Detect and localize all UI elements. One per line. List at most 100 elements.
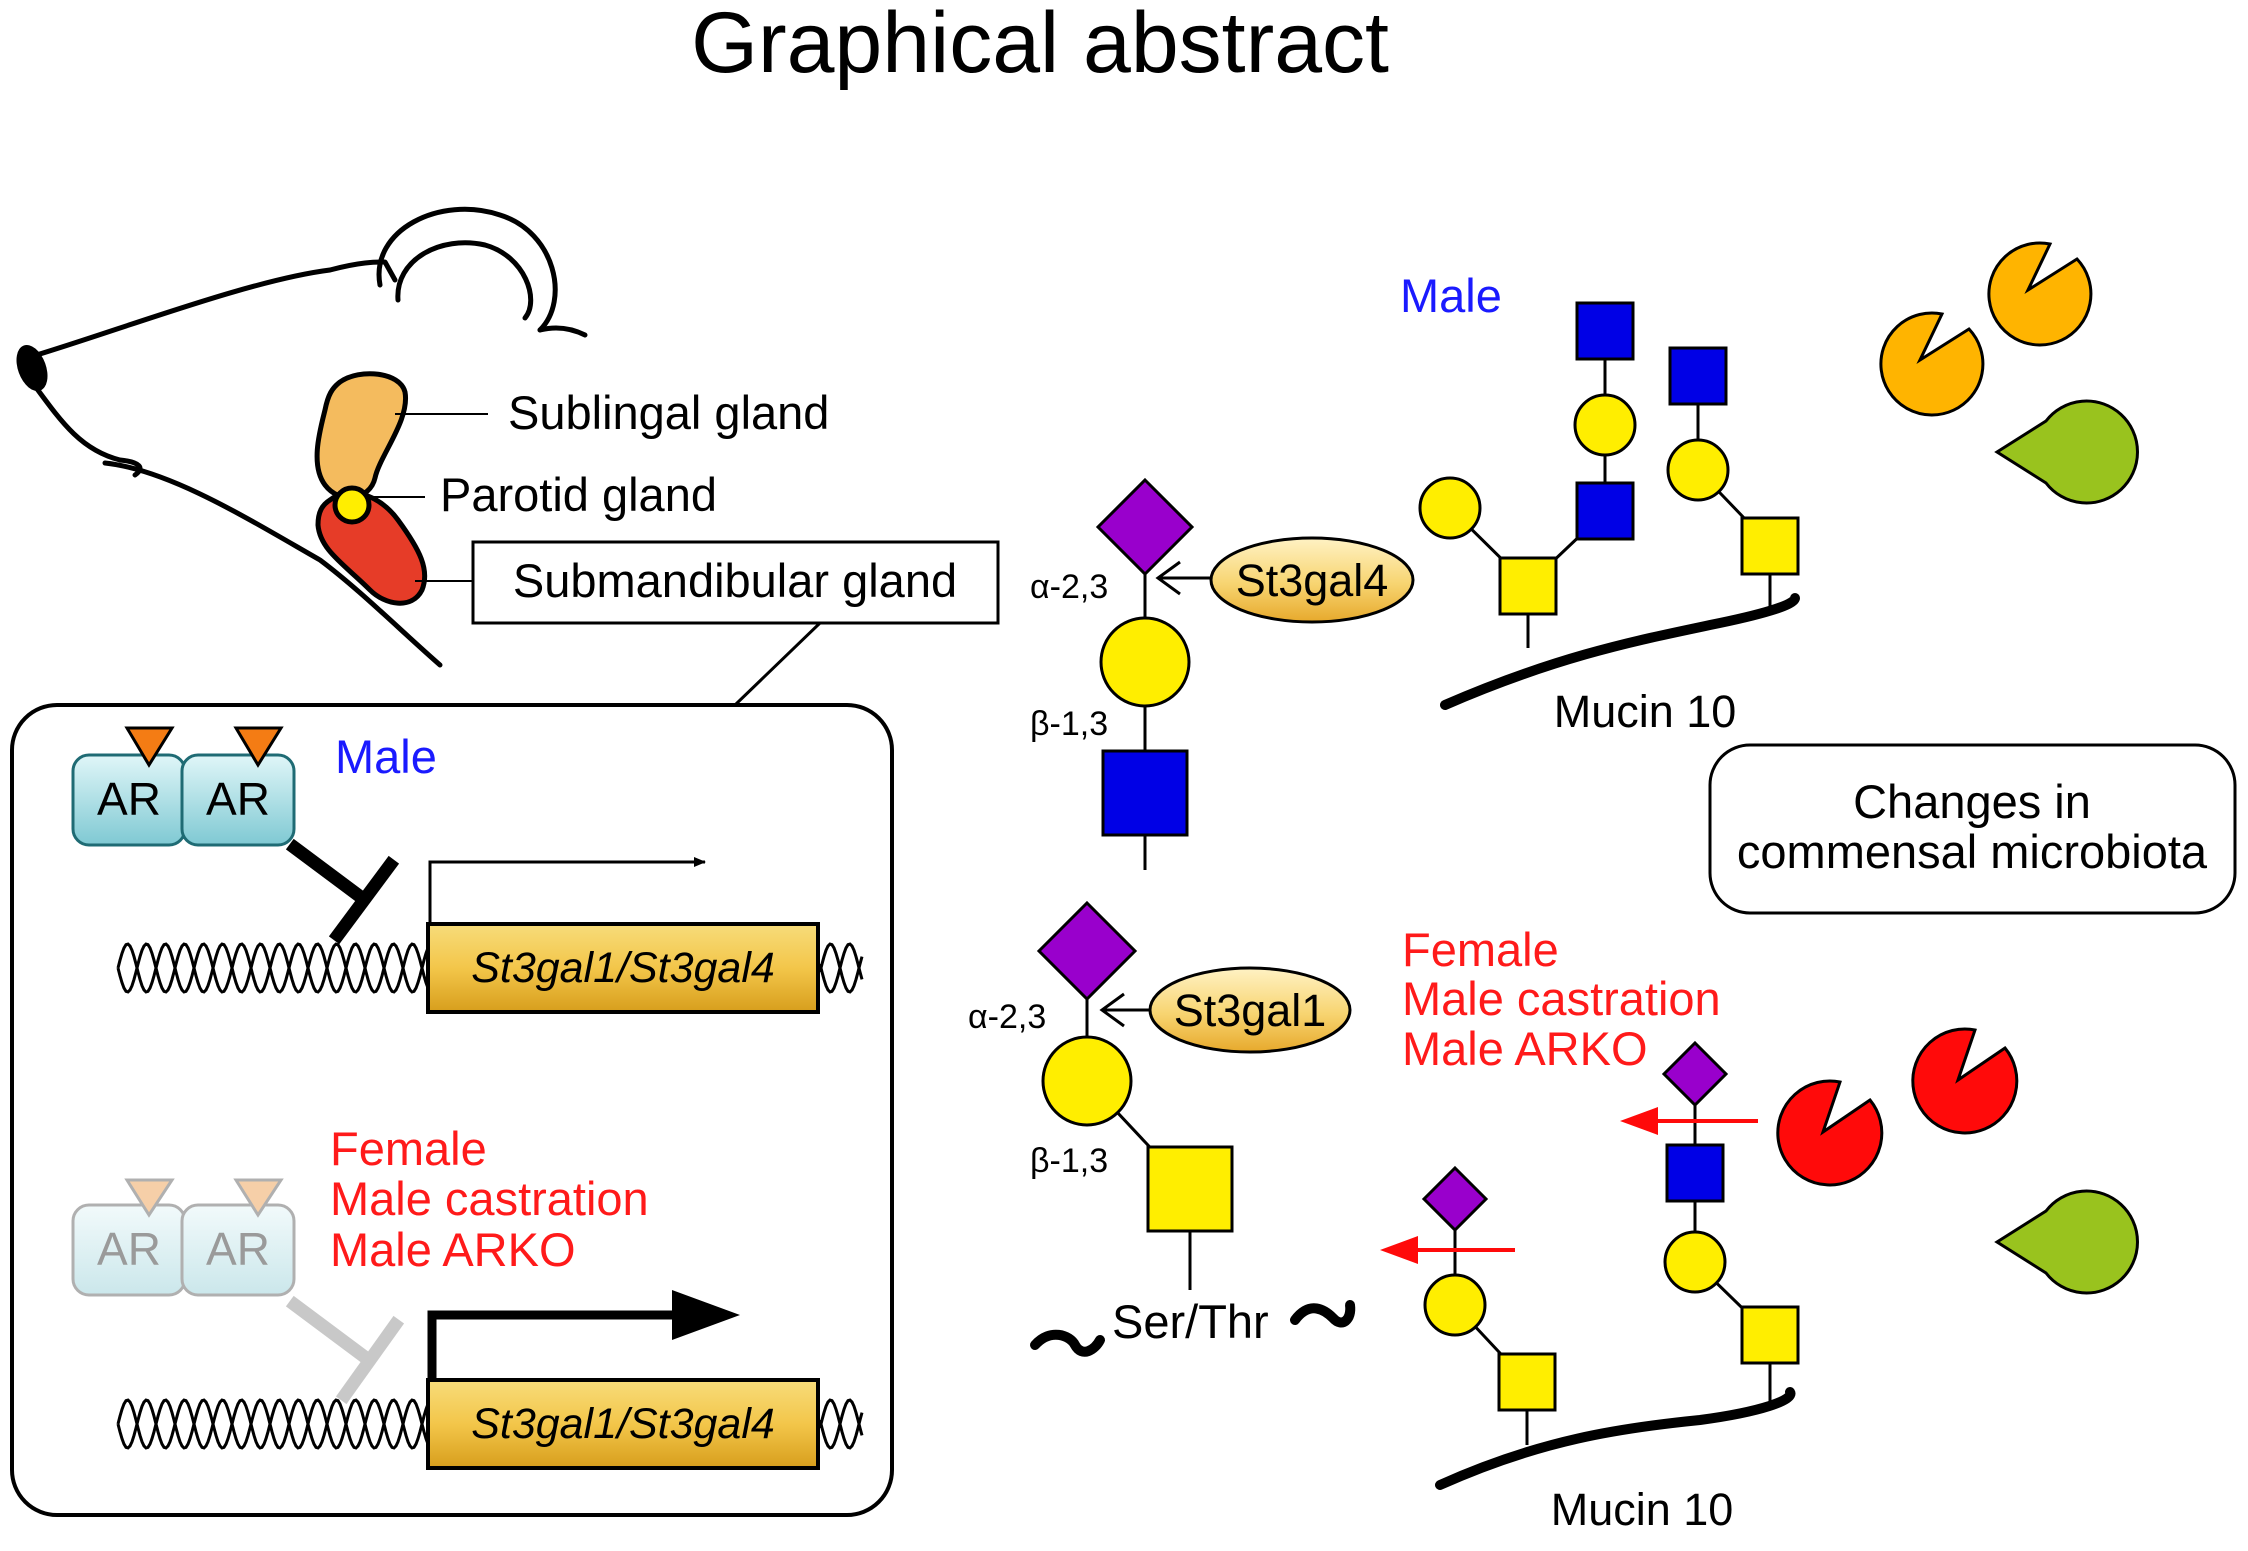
dna-strand [818, 942, 864, 994]
mucin-top [1418, 301, 1800, 710]
mucin-top-glcnac-1 [1575, 481, 1635, 541]
mucin-top-galactose-2 [1573, 393, 1637, 457]
enzyme-bottom-ellipse [1148, 966, 1352, 1054]
inhibition-bar [328, 855, 400, 945]
bacteria-orange-icon-1 [1879, 311, 1985, 417]
mucin-top-galnac-2 [1740, 516, 1800, 576]
male-ar-complex: AR AR [71, 726, 296, 847]
linkage-alpha-top: α-2,3 [1030, 568, 1108, 606]
linkage-beta-bottom: β-1,3 [1030, 1142, 1108, 1180]
dna-strand [116, 942, 430, 994]
ar-box-2 [180, 753, 296, 847]
galactose-icon-bottom [1041, 1035, 1133, 1127]
ar-label-2: AR [206, 773, 270, 825]
enzyme-bottom-label: St3gal1 [1174, 985, 1327, 1036]
sublingual-gland-shape [314, 371, 409, 501]
bacteria-green-icon-2 [1994, 1189, 2139, 1295]
galnac-icon-bottom [1146, 1145, 1234, 1233]
mucin-top-galactose-3 [1666, 438, 1730, 502]
mucin-top-galactose-1 [1418, 476, 1482, 540]
bacteria-red-icon-2 [1911, 1027, 2019, 1135]
inset-male-label: Male [335, 730, 437, 783]
mucin-top-glcnac-3 [1668, 346, 1728, 406]
glycan-structure-bottom: α-2,3 β-1,3 St3gal1 Ser/Thr [968, 900, 1356, 1357]
mucin-bottom-galnac-1 [1497, 1352, 1557, 1412]
ar-label-faded-1: AR [97, 1223, 161, 1275]
sublingual-gland-label: Sublingal gland [508, 386, 829, 439]
mouse-head-illustration [27, 206, 588, 668]
linkage-beta-top: β-1,3 [1030, 705, 1108, 743]
mucin-condition-female: Female [1402, 923, 1559, 976]
microbiota-line-2: commensal microbiota [1737, 825, 2208, 878]
inset-condition-castration: Male castration [330, 1172, 649, 1225]
microbiota-change-box [1708, 743, 2237, 915]
enzyme-top-arrow-head [1155, 560, 1181, 596]
removal-arrow-right-head [1620, 1107, 1658, 1135]
faded-inhibition-bar [335, 1315, 405, 1405]
androgen-triangle-faded-1 [124, 1178, 175, 1218]
gene-box-1 [426, 922, 820, 1014]
mucin-condition-castration: Male castration [1402, 972, 1721, 1025]
inset-condition-female: Female [330, 1122, 487, 1175]
gene-box-2 [426, 1378, 820, 1470]
linkage-alpha-bottom: α-2,3 [968, 998, 1046, 1036]
mucin-bottom-label: Mucin 10 [1551, 1484, 1734, 1535]
nose-icon [16, 344, 48, 392]
strong-transcription-arrow [427, 1310, 690, 1385]
mucin-bottom [1421, 1040, 1800, 1490]
mucin-bottom-galnac-2 [1740, 1305, 1800, 1365]
ser-thr-label: Ser/Thr [1112, 1295, 1269, 1348]
androgen-triangle-faded-2 [233, 1178, 284, 1218]
inset-connector-line [733, 621, 822, 707]
mucin-bottom-sialic-1 [1421, 1165, 1489, 1233]
dna-strand [116, 1398, 430, 1450]
mucin-top-glcnac-2 [1575, 301, 1635, 361]
page-title: Graphical abstract [691, 0, 1389, 91]
mucin-bottom-sialic-2 [1661, 1040, 1729, 1108]
enzyme-top-label: St3gal4 [1236, 555, 1389, 606]
submandibular-label-box [471, 540, 1000, 625]
ar-box-faded-2 [180, 1203, 296, 1297]
mucin-top-backbone [1440, 593, 1800, 710]
ar-label-faded-2: AR [206, 1223, 270, 1275]
dna-helix-1 [116, 942, 864, 994]
enzyme-bottom-arrow-head [1099, 992, 1125, 1028]
mucin-top-galnac-1 [1498, 556, 1558, 616]
bacteria-orange-icon-2 [1987, 241, 2093, 347]
bacteria-green-icon-1 [1994, 399, 2139, 505]
dna-strand [818, 1398, 864, 1450]
parotid-gland-label: Parotid gland [440, 468, 717, 521]
removal-arrow-left-head [1380, 1236, 1418, 1264]
peptide-tilde-right [1290, 1300, 1356, 1328]
dna-strand [116, 1398, 430, 1450]
dna-helix-2 [116, 1398, 864, 1450]
glcnac-icon [1101, 749, 1189, 837]
inset-condition-arko: Male ARKO [330, 1223, 576, 1276]
strong-arrow-head [672, 1290, 740, 1340]
peptide-tilde-left [1030, 1329, 1105, 1357]
glycan-structure-top: α-2,3 β-1,3 St3gal4 [1030, 477, 1415, 870]
inhibition-line [285, 838, 372, 908]
microbiota-line-1: Changes in [1853, 775, 2091, 828]
mucin-bottom-glcnac-2 [1665, 1143, 1725, 1203]
faded-inhibition-line [285, 1295, 372, 1365]
mucin-condition-arko: Male ARKO [1402, 1022, 1648, 1075]
mucin-male-label: Male [1400, 269, 1502, 322]
gene-label-2: St3gal1/St3gal4 [471, 1400, 775, 1448]
mucin-bottom-galactose-1 [1423, 1273, 1487, 1337]
submandibular-gland-label: Submandibular gland [513, 554, 957, 607]
enzyme-top-ellipse [1209, 536, 1415, 624]
dna-strand [818, 1398, 864, 1450]
sialic-acid-icon-bottom [1036, 900, 1138, 1002]
mucin-bottom-galactose-2 [1663, 1230, 1727, 1294]
bacteria-red-icon-1 [1776, 1079, 1884, 1187]
androgen-triangle-2 [233, 726, 284, 768]
ar-label-1: AR [97, 773, 161, 825]
dna-strand [818, 942, 864, 994]
mucin-top-label: Mucin 10 [1554, 686, 1737, 737]
androgen-triangle-1 [124, 726, 175, 768]
dna-strand [116, 942, 430, 994]
sialic-acid-icon [1095, 477, 1195, 577]
